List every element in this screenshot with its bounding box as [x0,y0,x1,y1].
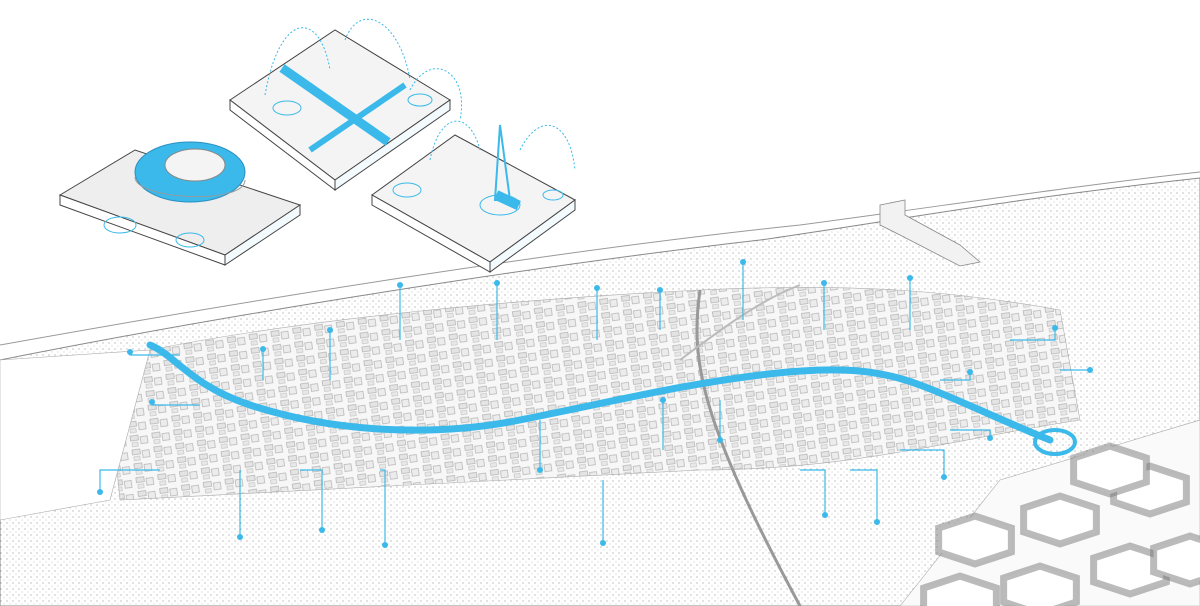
network-node [987,435,993,441]
network-node [657,287,663,293]
network-node [397,282,403,288]
street-segment [308,82,407,153]
white-field [0,349,151,521]
road [695,289,802,606]
network-node [537,467,543,473]
tile-energy-tower [371,120,576,273]
tile-stadium [58,141,302,266]
network-link [850,469,878,522]
network-node [717,437,723,443]
river-segment [279,64,391,146]
sensor-network-lines [97,259,1093,548]
hex-block [920,572,1000,606]
network-node [967,369,973,375]
network-node [822,512,828,518]
network-node [600,540,606,546]
signal-rings-icon [479,194,521,216]
network-node [941,474,947,480]
signal-rings-icon [175,232,205,248]
hex-block [1020,492,1100,548]
network-link [900,449,945,477]
network-node [821,280,827,286]
network-node [260,346,266,352]
network-node [594,285,600,291]
river-canal [146,341,1054,444]
network-node [1087,367,1093,373]
road [679,284,801,361]
network-node [97,489,103,495]
network-link [380,469,386,545]
hex-block [1150,532,1200,588]
network-link [300,469,323,530]
network-node [494,280,500,286]
roundabout-hub [1033,428,1077,456]
northeast-building-cluster [879,199,981,267]
hex-block [1070,442,1150,498]
network-node [149,399,155,405]
network-node [907,275,913,281]
hex-block [1000,562,1080,606]
network-node [660,397,666,403]
outer-boundary-line [0,171,1200,346]
network-node [327,327,333,333]
network-node [874,519,880,525]
network-node [319,527,325,533]
network-node [237,534,243,540]
signal-rings-icon [272,100,302,116]
hexagonal-housing-blocks [920,442,1200,606]
network-node [1052,325,1058,331]
network-node [127,349,133,355]
network-link [1010,328,1056,341]
tile-river-crossing [229,18,462,192]
network-link [800,469,826,515]
hex-block [935,512,1015,568]
network-node [740,259,746,265]
network-link [99,469,160,492]
network-node [382,542,388,548]
